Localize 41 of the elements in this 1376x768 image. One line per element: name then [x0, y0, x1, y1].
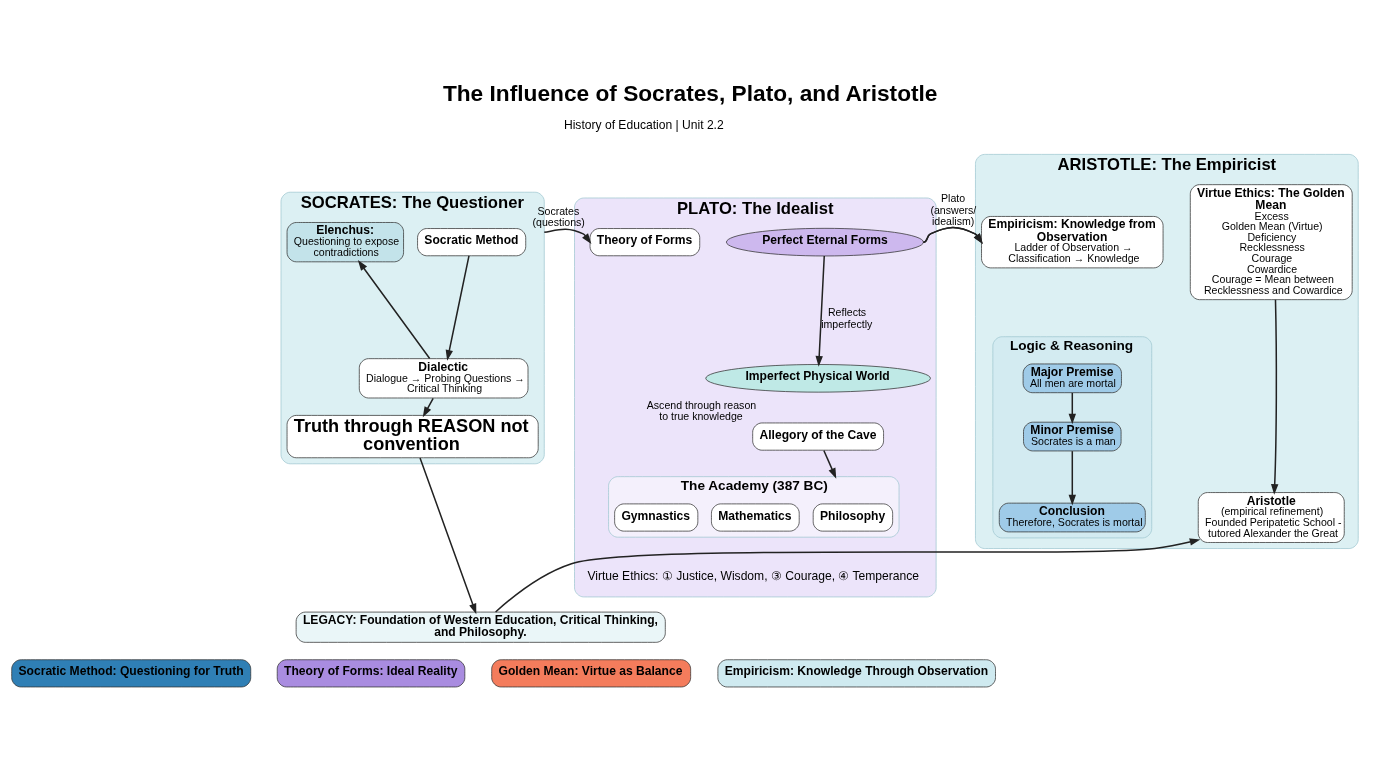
- edge-label: Reflects imperfectly: [821, 306, 873, 330]
- edge-label: Socrates (questions): [532, 205, 585, 229]
- arrow: [357, 260, 431, 360]
- node-ellipse: Imperfect Physical World: [705, 364, 931, 393]
- node-ellipse: Perfect Eternal Forms: [726, 227, 924, 257]
- arrow: [1271, 298, 1279, 495]
- node-label: Ascend through reason to true knowledge: [646, 398, 757, 423]
- node-box: Aristotle (empirical refinement) Founded Peripatetic School - tutored Alexander the Great: [1197, 492, 1345, 543]
- arrow: [419, 457, 477, 615]
- label: Virtue Ethics: ① Justice, Wisdom, ③ Courage, ④ Temperance: [587, 569, 920, 584]
- node-box: Empiricism: Knowledge from Observation Ladder of Observation → Classification → Knowledge: [981, 216, 1164, 269]
- arrow: [1068, 450, 1076, 506]
- node-box: Truth through REASON not convention: [286, 415, 539, 459]
- node-box: LEGACY: Foundation of Western Education, Critical Thinking, and Philosophy.: [295, 611, 666, 643]
- arrow: [1068, 392, 1076, 425]
- node-box: Theory of Forms: Ideal Reality: [276, 659, 466, 688]
- node-box: Major Premise All men are mortal: [1022, 363, 1122, 394]
- node-box: Allegory of the Cave: [752, 422, 884, 451]
- node-box: Socratic Method: [417, 228, 527, 257]
- node-box: Socratic Method: Questioning for Truth: [11, 659, 252, 688]
- label: History of Education | Unit 2.2: [563, 117, 724, 132]
- node-box: Minor Premise Socrates is a man: [1023, 421, 1122, 452]
- node-box: Empiricism: Knowledge Through Observation: [717, 659, 996, 688]
- node-box: Golden Mean: Virtue as Balance: [491, 659, 692, 688]
- diagram-title: The Influence of Socrates, Plato, and Aristotle: [442, 80, 938, 107]
- node-box: Philosophy: [812, 503, 893, 532]
- node-box: Virtue Ethics: The Golden Mean Excess Golden Mean (Virtue) Deficiency Recklessness Courage Cowardice Courage = Mean between Recklessness and Cowardice: [1189, 184, 1353, 301]
- arrow: [445, 255, 470, 361]
- node-box: Theory of Forms: [589, 228, 701, 257]
- edge-label: Plato (answers/ idealism): [930, 192, 977, 227]
- node-box: Dialectic Dialogue → Probing Questions → Critical Thinking: [358, 358, 529, 399]
- arrow: [815, 255, 825, 367]
- node-box: Mathematics: [711, 503, 800, 532]
- node-box: Elenchus: Questioning to expose contradictions: [286, 222, 404, 263]
- node-box: Conclusion Therefore, Socrates is mortal: [998, 502, 1146, 533]
- arrow: [422, 397, 434, 418]
- arrow: [823, 449, 837, 479]
- arrow: [494, 538, 1201, 613]
- arrow: [543, 228, 592, 244]
- node-box: Gymnastics: [614, 503, 699, 532]
- arrow: [922, 226, 983, 245]
